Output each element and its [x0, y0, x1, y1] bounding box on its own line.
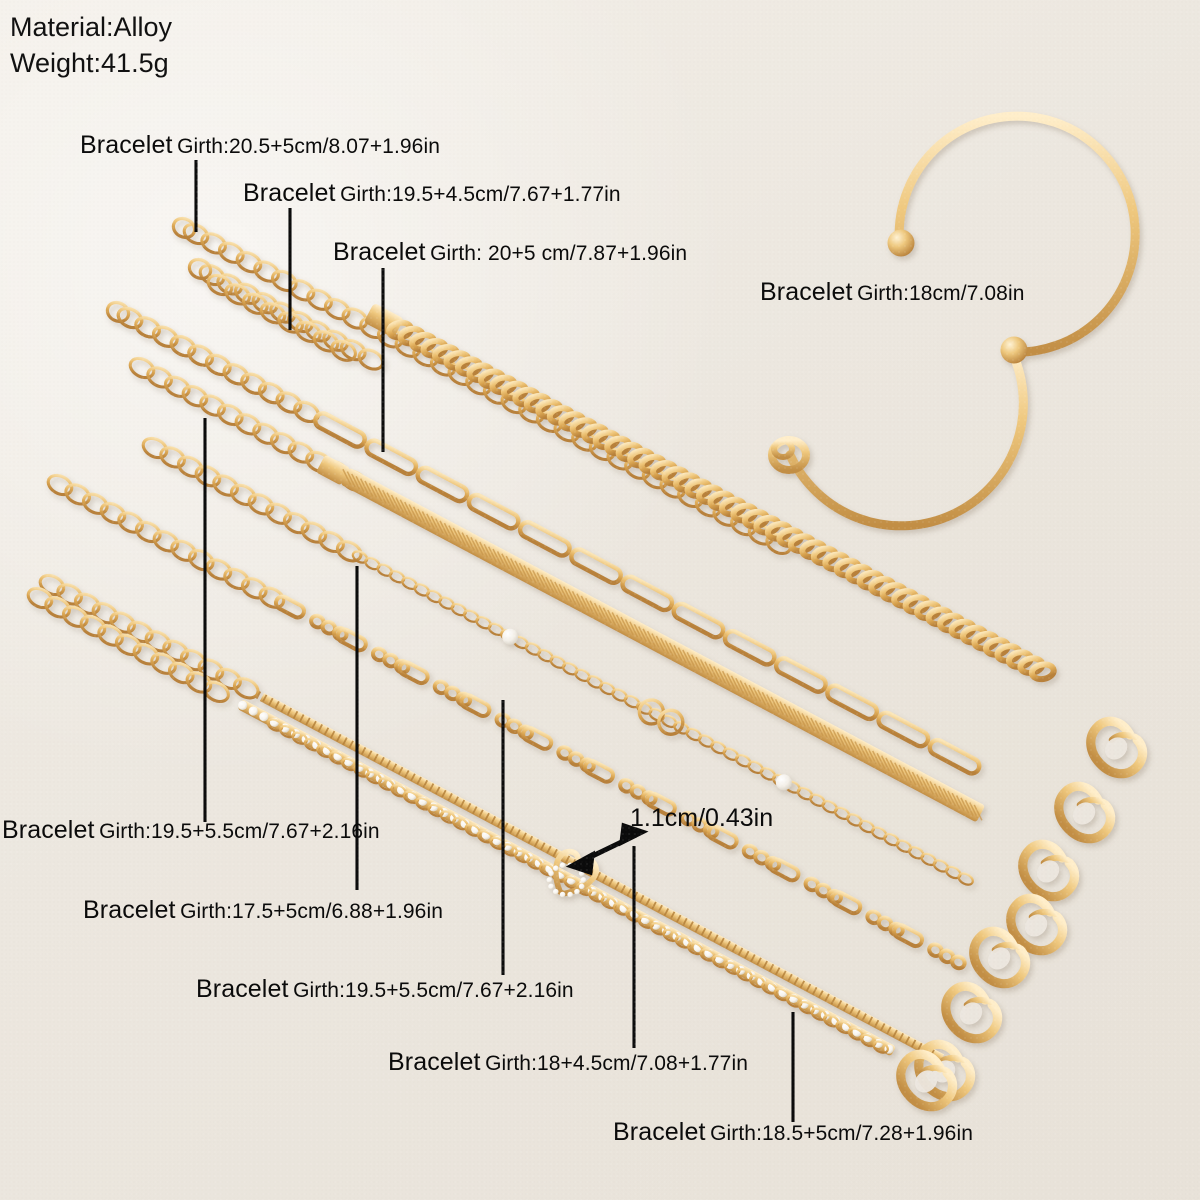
heart-dimension-text: 1.1cm/0.43in: [630, 804, 774, 832]
callout-snake: Bracelet Girth:19.5+5.5cm/7.67+2.16in: [2, 818, 380, 843]
callout-rope-prefix: Bracelet: [243, 179, 336, 207]
knot-bangle-cuff: [768, 111, 1140, 531]
weight-text: Weight:41.5g: [10, 47, 169, 78]
callout-figaro: Bracelet Girth:17.5+5cm/6.88+1.96in: [83, 898, 443, 923]
callout-snake-spec: Girth:19.5+5.5cm/7.67+2.16in: [99, 820, 380, 843]
callout-paperclip-spec: Girth: 20+5 cm/7.87+1.96in: [430, 242, 688, 265]
lobster-clasp: [963, 923, 1034, 994]
lobster-clasp: [1080, 713, 1151, 784]
snake-chain-bracelet: [125, 352, 985, 822]
callout-rhinestone-spec: Girth:18.5+5cm/7.28+1.96in: [710, 1122, 973, 1145]
lobster-clasp: [1048, 778, 1119, 849]
rolo-chain-bracelet: [171, 216, 796, 559]
callout-bangle-prefix: Bracelet: [760, 278, 853, 306]
callout-paperclip-prefix: Bracelet: [333, 238, 426, 266]
pearl-station-bracelet: [138, 432, 976, 889]
callout-rope-spec: Girth:19.5+4.5cm/7.67+1.77in: [340, 183, 621, 206]
callout-rope: Bracelet Girth:19.5+4.5cm/7.67+1.77in: [243, 181, 621, 206]
callout-rhinestone-prefix: Bracelet: [613, 1118, 706, 1146]
callout-pearl-prefix: Bracelet: [196, 975, 289, 1003]
callout-figaro-spec: Girth:17.5+5cm/6.88+1.96in: [180, 900, 443, 923]
bangle-ball-end-bottom: [1000, 336, 1028, 364]
callout-figaro-prefix: Bracelet: [83, 896, 176, 924]
bangle-ball-end-top: [887, 229, 915, 257]
callout-rolo-spec: Girth:20.5+5cm/8.07+1.96in: [177, 135, 440, 158]
material-weight-block: Material:Alloy Weight:41.5g: [10, 10, 172, 81]
leader-lines: [194, 160, 795, 1122]
material-text: Material:Alloy: [10, 12, 173, 42]
callout-pearl-spec: Girth:19.5+5.5cm/7.67+2.16in: [293, 979, 574, 1002]
heart-dimension-arrow: [565, 822, 649, 876]
callout-box-prefix: Bracelet: [388, 1048, 481, 1076]
callout-paperclip: Bracelet Girth: 20+5 cm/7.87+1.96in: [333, 240, 687, 265]
box-chain-bracelet: [35, 569, 945, 1063]
callout-bangle-spec: Girth:18cm/7.08in: [857, 282, 1025, 305]
lobster-clasp: [935, 978, 1006, 1049]
heart-charm-cable-bracelet: [264, 715, 891, 1057]
paperclip-chain-bracelet: [105, 300, 982, 776]
callout-box-spec: Girth:18+4.5cm/7.08+1.77in: [485, 1052, 748, 1075]
callout-bangle: Bracelet Girth:18cm/7.08in: [760, 280, 1025, 305]
callout-rhinestone: Bracelet Girth:18.5+5cm/7.28+1.96in: [613, 1120, 973, 1145]
callout-snake-prefix: Bracelet: [2, 816, 95, 844]
callout-rolo: Bracelet Girth:20.5+5cm/8.07+1.96in: [80, 133, 440, 158]
callout-pearl: Bracelet Girth:19.5+5.5cm/7.67+2.16in: [196, 977, 574, 1002]
callout-rolo-prefix: Bracelet: [80, 131, 173, 159]
bangle-knot-detail: [768, 436, 810, 474]
rope-chain-bracelet: [187, 257, 1057, 683]
callout-box: Bracelet Girth:18+4.5cm/7.08+1.77in: [388, 1050, 748, 1075]
